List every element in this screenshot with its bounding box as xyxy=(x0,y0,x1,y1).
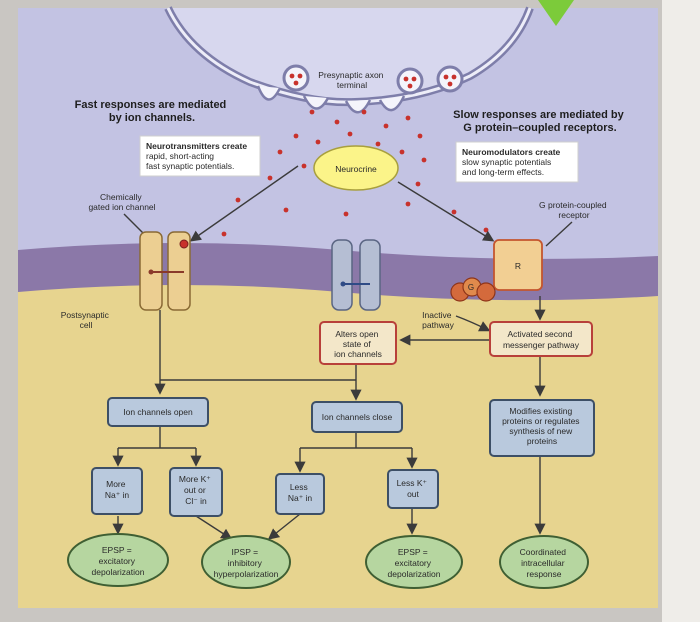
fast-response-heading: Fast responses are mediated by ion chann… xyxy=(75,99,230,124)
neuromodulators-note-box xyxy=(455,141,579,183)
ipsp-outcome-text: IPSP = inhibitory hyperpolarization xyxy=(214,547,279,579)
epsp-outcome-oval xyxy=(67,533,169,587)
receptor-r-label: R xyxy=(515,261,521,271)
coordinated-response-text: Coordinated intracellular response xyxy=(520,547,569,579)
coordinated-response-oval xyxy=(499,535,589,589)
more-k-box xyxy=(169,467,223,517)
more-na-box xyxy=(91,467,143,515)
slow-response-heading: Slow responses are mediated by G protein… xyxy=(453,109,627,134)
ion-channels-open-text: Ion channels open xyxy=(123,407,193,417)
arrow-to-gpcr xyxy=(397,181,495,242)
more-k-text: More K⁺ out or Cl⁻ in xyxy=(179,474,213,506)
second-messenger-box xyxy=(489,321,593,357)
synaptic-cleft xyxy=(18,8,658,273)
inactive-pathway-arrow xyxy=(455,315,491,332)
gpcr-label: G protein-coupled receptor xyxy=(539,200,609,220)
ion-channels-close-box xyxy=(311,401,403,433)
alters-open-state-box xyxy=(319,321,397,365)
alters-open-state-text: Alters open state of ion channels xyxy=(334,329,382,359)
neurotransmitters-note: Neurotransmitters create rapid, short-ac… xyxy=(146,141,249,171)
gpcr-receptor xyxy=(493,239,543,291)
epsp-outcome-oval-2 xyxy=(365,535,463,589)
neurotransmitter-molecules xyxy=(221,109,489,237)
synaptic-vesicle xyxy=(282,64,310,92)
arrow-to-ion-channel xyxy=(189,165,299,242)
fusing-vesicle xyxy=(256,85,406,114)
less-na-box xyxy=(275,473,325,515)
synaptic-vesicle xyxy=(436,65,464,93)
more-na-text: More Na⁺ in xyxy=(105,479,130,500)
presynaptic-label: Presynaptic axon terminal xyxy=(318,70,386,90)
less-k-text: Less K⁺ out xyxy=(397,478,430,499)
gpcr-modulated-ion-channel xyxy=(331,239,381,311)
second-messenger-text: Activated second messenger pathway xyxy=(503,329,580,350)
next-page-edge xyxy=(662,0,700,622)
neurotransmitters-note-box xyxy=(139,135,261,177)
neurocrine-ellipse xyxy=(313,145,399,191)
modifies-proteins-box xyxy=(489,399,595,457)
gpcr-pointer xyxy=(545,221,573,247)
ion-channels-close-text: Ion channels close xyxy=(322,412,393,422)
chemically-gated-channel-label: Chemically gated ion channel xyxy=(88,192,155,212)
epsp-outcome-text: EPSP = excitatory depolarization xyxy=(92,545,145,577)
g-protein-label: G xyxy=(468,283,474,292)
postsynaptic-cell-label: Postsynaptic cell xyxy=(61,310,112,330)
neuromodulators-note: Neuromodulators create slow synaptic pot… xyxy=(462,147,563,177)
neurocrine-label: Neurocrine xyxy=(335,164,377,174)
ipsp-outcome-oval xyxy=(201,535,291,589)
green-tab-marker xyxy=(538,0,574,26)
g-protein xyxy=(450,277,496,302)
less-k-box xyxy=(387,469,439,509)
ligand-gated-ion-channel xyxy=(139,231,191,311)
synaptic-vesicle xyxy=(396,67,424,95)
ion-channels-open-box xyxy=(107,397,209,427)
inactive-pathway-label: Inactive pathway xyxy=(422,310,454,330)
postsynaptic-cytoplasm xyxy=(18,283,658,608)
epsp-outcome-text-2: EPSP = excitatory depolarization xyxy=(388,547,441,579)
less-na-text: Less Na⁺ in xyxy=(288,482,313,503)
modifies-proteins-text: Modifies existing proteins or regulates … xyxy=(502,406,582,446)
